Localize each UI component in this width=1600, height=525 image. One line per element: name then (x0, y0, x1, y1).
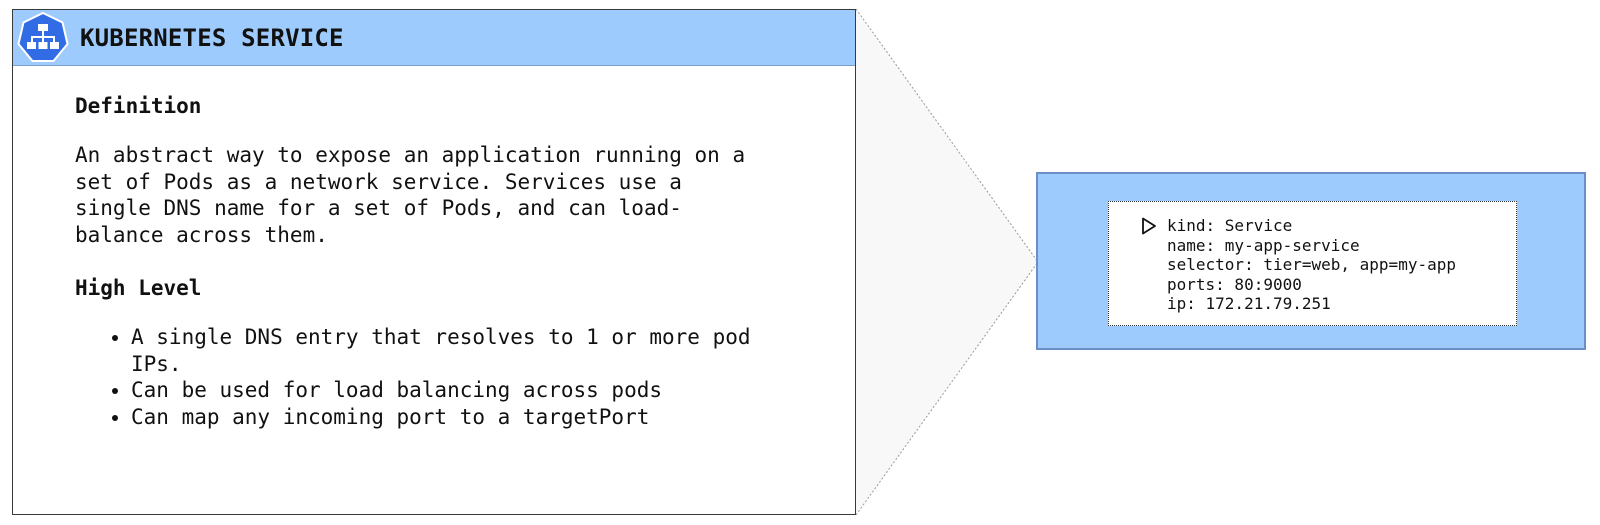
definition-text: An abstract way to expose an application… (75, 143, 746, 247)
list-item: Can map any incoming port to a targetPor… (131, 404, 815, 431)
service-card: KUBERNETES SERVICE Definition An abstrac… (12, 9, 856, 515)
service-spec-box: kind: Service name: my-app-service selec… (1108, 201, 1517, 326)
high-level-list: A single DNS entry that resolves to 1 or… (75, 324, 815, 430)
list-item-text: A single DNS entry that resolves to 1 or… (131, 325, 751, 376)
spec-lines: kind: Service name: my-app-service selec… (1167, 216, 1516, 314)
card-title: KUBERNETES SERVICE (80, 23, 344, 52)
list-item: A single DNS entry that resolves to 1 or… (131, 324, 815, 377)
high-level-heading: High Level (75, 276, 202, 300)
triangle-right-icon[interactable] (1141, 217, 1157, 235)
list-item-text: Can map any incoming port to a targetPor… (131, 404, 650, 429)
kubernetes-network-icon (17, 11, 69, 62)
service-detail-panel: kind: Service name: my-app-service selec… (1036, 172, 1586, 350)
spec-name: name: my-app-service (1167, 235, 1360, 255)
list-item-text: Can be used for load balancing across po… (131, 378, 663, 402)
spec-selector: selector: tier=web, app=my-app (1167, 255, 1456, 274)
list-item: Can be used for load balancing across po… (131, 377, 815, 404)
spec-ip: ip: 172.21.79.251 (1167, 294, 1331, 313)
spec-kind: kind: Service (1167, 216, 1293, 235)
card-header: KUBERNETES SERVICE (13, 10, 855, 66)
card-body: Definition An abstract way to expose an … (13, 66, 855, 430)
definition-heading: Definition (75, 94, 202, 118)
spec-ports: ports: 80:9000 (1167, 274, 1302, 294)
